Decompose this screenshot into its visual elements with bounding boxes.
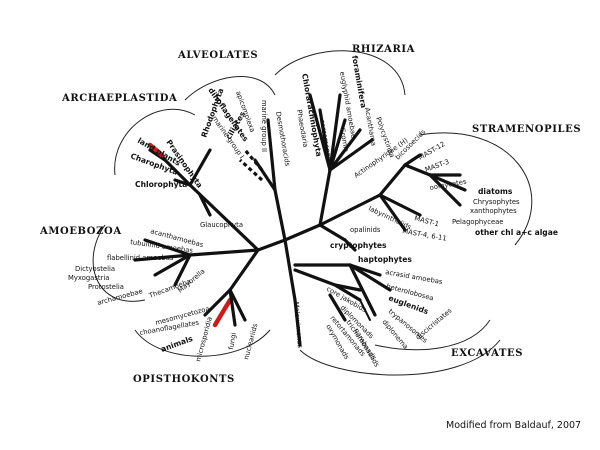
taxon-animals: animals bbox=[160, 334, 195, 354]
taxon-mast-3: MAST-3 bbox=[424, 158, 450, 174]
group-brackets bbox=[92, 50, 533, 376]
taxon-haptophytes: haptophytes bbox=[358, 255, 412, 264]
excavates-branch-4 bbox=[333, 283, 362, 292]
trunk-branch bbox=[283, 223, 322, 242]
excavates-branch-2 bbox=[333, 283, 362, 302]
taxon-mast-1: MAST-1 bbox=[413, 214, 439, 228]
rhizaria-branch-4 bbox=[328, 138, 374, 172]
taxon-xanthophytes: xanthophytes bbox=[470, 207, 517, 215]
amoebozoa-bracket bbox=[92, 224, 146, 302]
label-archaeplastida: ARCHAEPLASTIDA bbox=[61, 93, 177, 104]
stramenopiles-branch-7 bbox=[378, 193, 422, 217]
stramenopiles-branch-1 bbox=[378, 163, 407, 197]
taxon-dictyostelia: Dictyostelia bbox=[75, 265, 115, 273]
stramenopiles-branch-5 bbox=[428, 173, 467, 192]
excavates-bracket bbox=[299, 339, 501, 376]
animals-red-branch bbox=[212, 297, 233, 328]
amoebozoa-stem bbox=[188, 248, 260, 257]
taxon-myxogastria: Myxogastria bbox=[68, 274, 109, 282]
tree-branches bbox=[133, 93, 467, 347]
taxon-opalinids: opalinids bbox=[350, 226, 381, 234]
alveolates-branch-2 bbox=[253, 158, 277, 192]
excavates-stem bbox=[283, 238, 297, 302]
stramenopiles-stem bbox=[318, 193, 382, 227]
taxon-foraminifera: foraminifera bbox=[350, 55, 368, 109]
haptophytes-branch bbox=[343, 238, 357, 252]
stramenopiles-branch-2 bbox=[403, 153, 422, 167]
rhodophyta-branch bbox=[188, 148, 212, 187]
taxon-acantharea: Acantharea bbox=[363, 107, 378, 147]
opisthokonts-stem bbox=[228, 248, 260, 292]
marine-group-i-dashed-branch bbox=[238, 158, 264, 182]
taxon-pelagophyceae: Pelagophyceae bbox=[452, 218, 503, 226]
opisthokonts-bracket bbox=[134, 329, 271, 357]
rhizaria-branch-6 bbox=[308, 93, 332, 172]
discicristates-bracket bbox=[374, 319, 491, 351]
land-plants-red-branch bbox=[147, 142, 165, 158]
taxon-diatoms: diatoms bbox=[478, 187, 513, 196]
label-alveolates: ALVEOLATES bbox=[177, 50, 258, 61]
taxon-cryptophytes: cryptophytes bbox=[330, 241, 387, 250]
discicristates-branch-2 bbox=[348, 263, 392, 292]
label-opisthokonts: OPISTHOKONTS bbox=[133, 374, 235, 385]
stramenopiles-branch-8 bbox=[378, 193, 407, 232]
amoebozoa-branch-1 bbox=[143, 238, 192, 257]
archaeplastida-bracket bbox=[114, 108, 196, 176]
label-excavates: EXCAVATES bbox=[451, 348, 523, 359]
excavates-branch-6 bbox=[359, 299, 371, 321]
credit-text: Modified from Baldauf, 2007 bbox=[446, 420, 581, 431]
group-labels: ALVEOLATES RHIZARIA ARCHAEPLASTIDA STRAM… bbox=[39, 44, 581, 385]
rhizaria-bracket bbox=[274, 50, 406, 96]
taxon-protostelia: Protostelia bbox=[88, 283, 124, 291]
taxon-mast-12: MAST-12 bbox=[417, 140, 447, 162]
alveolates-branch-1 bbox=[266, 118, 277, 192]
taxon-flabellinid: flabellinid amoebas bbox=[107, 254, 174, 262]
dinoflagellates-dashed-branch bbox=[243, 148, 264, 172]
taxon-desmothoracids: Desmothoracids bbox=[274, 111, 292, 167]
stramenopiles-branch-6 bbox=[428, 173, 462, 207]
excavates-branch-1 bbox=[293, 268, 337, 287]
rhizaria-branch-5 bbox=[328, 93, 342, 172]
excavates-branch-3 bbox=[328, 293, 347, 322]
taxon-chrysophytes: Chrysophytes bbox=[473, 198, 520, 206]
rhizaria-stem bbox=[318, 168, 332, 227]
glaucophyta-branch bbox=[198, 193, 212, 217]
root-branch bbox=[256, 238, 287, 252]
stramenopiles-branch-3 bbox=[403, 163, 432, 177]
crypto-stem bbox=[318, 223, 347, 242]
label-stramenopiles: STRAMENOPILES bbox=[472, 124, 581, 135]
taxon-fungi: fungi bbox=[227, 332, 238, 350]
amoebozoa-branch-3 bbox=[153, 253, 192, 277]
archaeplastida-branch-2 bbox=[148, 148, 167, 162]
taxon-marine-group-ii: marine group II bbox=[260, 100, 268, 152]
rhizaria-branch-3 bbox=[328, 128, 362, 172]
amoebozoa-branch-4 bbox=[173, 253, 192, 287]
archaeplastida-branch-1 bbox=[163, 158, 192, 187]
stramenopiles-bracket bbox=[419, 132, 533, 246]
amoebozoa-branch-2 bbox=[133, 253, 192, 262]
taxon-chlorophyta: Chlorophyta bbox=[135, 180, 187, 189]
taxon-other-chl: other chl a+c algae bbox=[475, 228, 558, 237]
taxon-glaucophyta: Glaucophyta bbox=[200, 221, 243, 229]
chlorophyta-branch bbox=[173, 178, 192, 187]
opisthokonts-branch-3 bbox=[228, 288, 247, 322]
label-amoebozoa: AMOEBOZOA bbox=[39, 226, 122, 237]
alveolates-stem bbox=[273, 188, 287, 242]
opisthokonts-branch-1 bbox=[203, 288, 232, 317]
discicristates-branch-3 bbox=[348, 263, 377, 317]
opisthokonts-branch-2 bbox=[228, 288, 237, 327]
alveolates-bracket bbox=[184, 76, 276, 101]
label-rhizaria: RHIZARIA bbox=[352, 44, 415, 55]
taxon-malawimonas: Malawimonas bbox=[292, 301, 304, 348]
malawimonas-branch bbox=[293, 298, 302, 347]
